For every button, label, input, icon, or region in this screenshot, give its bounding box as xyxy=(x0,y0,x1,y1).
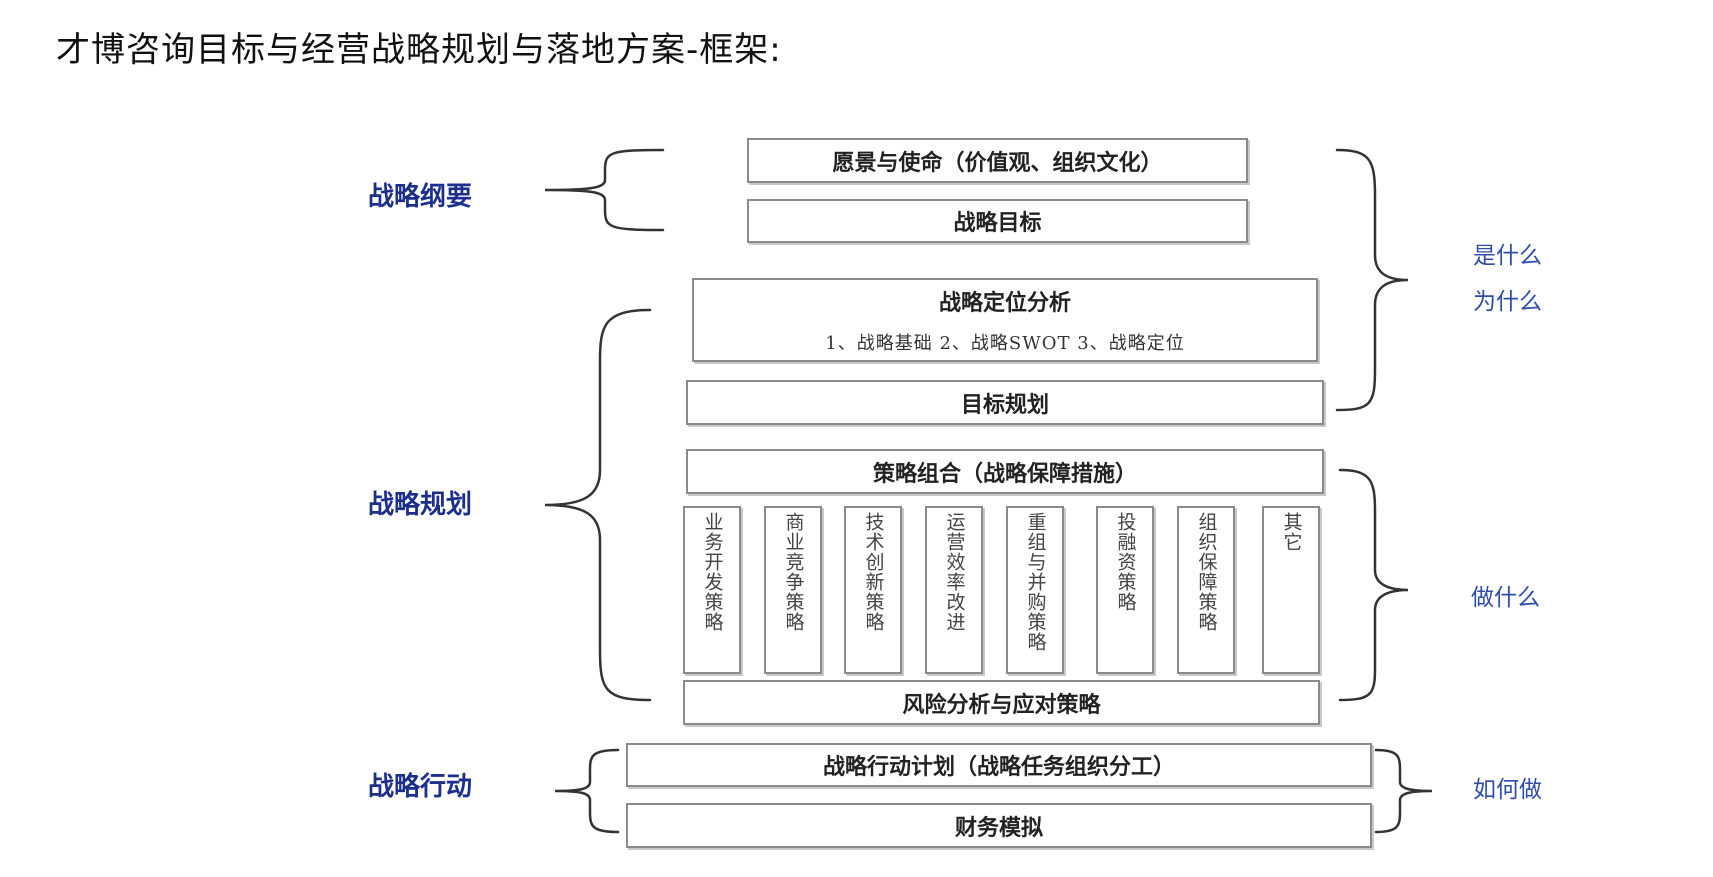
positioning-subtitle: 1、战略基础 2、战略SWOT 3、战略定位 xyxy=(825,333,1185,354)
action-plan-text: 战略行动计划（战略任务组织分工） xyxy=(822,754,1175,780)
strategy-column: 组织保障策略 xyxy=(1177,506,1235,674)
financial-simulation-text: 财务模拟 xyxy=(954,814,1043,841)
strategy-column: 投融资策略 xyxy=(1096,506,1154,674)
risk-analysis-box: 风险分析与应对策略 xyxy=(683,680,1320,725)
label-why: 为什么 xyxy=(1473,289,1542,315)
strategy-column: 技术创新策略 xyxy=(844,506,902,674)
risk-analysis-text: 风险分析与应对策略 xyxy=(902,691,1101,718)
financial-simulation-box: 财务模拟 xyxy=(626,803,1372,848)
strategy-label: 重组与并购策略 xyxy=(1024,512,1047,652)
brace-what-why xyxy=(1335,148,1409,412)
strategy-label: 商业竞争策略 xyxy=(782,512,805,632)
strategy-column: 业务开发策略 xyxy=(683,506,741,674)
strategy-label: 组织保障策略 xyxy=(1195,512,1218,632)
strategic-goal-text: 战略目标 xyxy=(953,210,1042,236)
strategy-column: 运营效率改进 xyxy=(925,506,983,674)
strategy-column: 其它 xyxy=(1262,506,1320,674)
vision-mission-text: 愿景与使命（价值观、组织文化） xyxy=(832,149,1163,176)
page-title: 才博咨询目标与经营战略规划与落地方案-框架: xyxy=(56,30,782,70)
brace-outline xyxy=(544,148,665,232)
strategy-label: 投融资策略 xyxy=(1114,512,1137,612)
strategy-label: 其它 xyxy=(1280,512,1303,552)
strategy-label: 技术创新策略 xyxy=(862,512,885,632)
strategy-mix-box: 策略组合（战略保障措施） xyxy=(686,449,1324,494)
action-plan-box: 战略行动计划（战略任务组织分工） xyxy=(626,743,1372,787)
label-do-what: 做什么 xyxy=(1471,585,1540,611)
brace-action xyxy=(554,748,620,834)
brace-do-what xyxy=(1338,468,1409,702)
label-strategy-action: 战略行动 xyxy=(368,772,473,802)
strategy-label: 运营效率改进 xyxy=(943,512,966,632)
brace-planning xyxy=(544,308,652,702)
brace-how xyxy=(1374,748,1433,834)
label-strategy-planning: 战略规划 xyxy=(368,490,473,520)
label-what: 是什么 xyxy=(1473,243,1542,269)
label-strategy-outline: 战略纲要 xyxy=(368,182,473,212)
strategy-mix-text: 策略组合（战略保障措施） xyxy=(872,460,1137,487)
strategy-column: 商业竞争策略 xyxy=(764,506,822,674)
target-plan-text: 目标规划 xyxy=(960,391,1049,418)
positioning-title: 战略定位分析 xyxy=(938,290,1071,316)
strategy-column: 重组与并购策略 xyxy=(1006,506,1064,674)
strategic-goal-box: 战略目标 xyxy=(747,199,1248,243)
label-how: 如何做 xyxy=(1473,777,1542,803)
positioning-box: 战略定位分析 1、战略基础 2、战略SWOT 3、战略定位 xyxy=(692,278,1318,362)
vision-mission-box: 愿景与使命（价值观、组织文化） xyxy=(747,138,1248,183)
target-plan-box: 目标规划 xyxy=(686,380,1324,425)
strategy-label: 业务开发策略 xyxy=(701,512,724,632)
